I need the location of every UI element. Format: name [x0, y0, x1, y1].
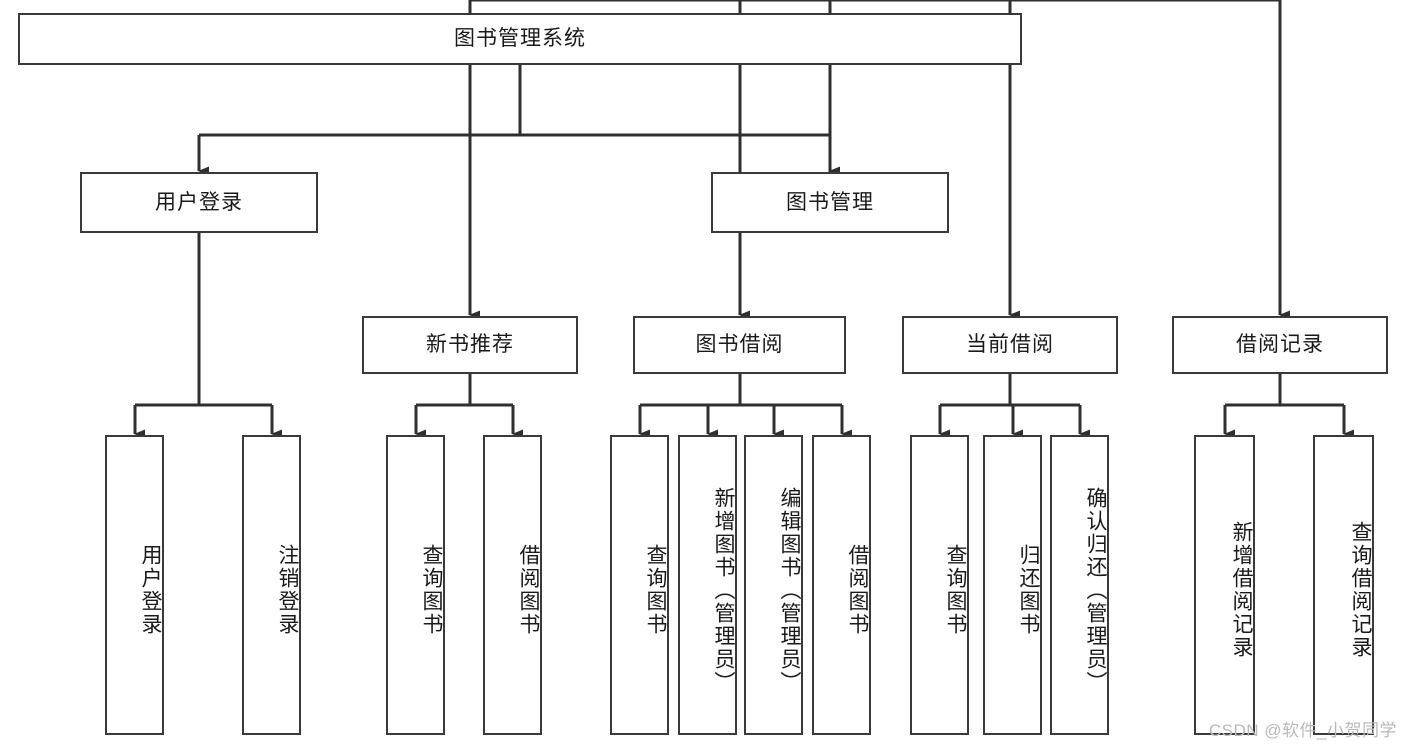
node-label: 图书管理系统 — [454, 27, 586, 51]
node-new-book-rec[interactable]: 新书推荐 — [362, 316, 578, 374]
node-leaf-query-book-2[interactable]: 查询图书 — [610, 435, 669, 735]
node-leaf-user-login[interactable]: 用户登录 — [105, 435, 164, 735]
node-label: 用户登录 — [155, 190, 243, 214]
node-label: 编辑图书（管理员） — [778, 486, 801, 694]
node-label: 借阅图书 — [517, 544, 540, 636]
node-leaf-confirm-ret[interactable]: 确认归还（管理员） — [1050, 435, 1109, 735]
node-label: 查询借阅记录 — [1349, 521, 1372, 659]
node-label: 借阅图书 — [846, 544, 869, 636]
node-label: 用户登录 — [139, 544, 162, 636]
node-leaf-edit-book[interactable]: 编辑图书（管理员） — [744, 435, 803, 735]
node-leaf-return-book[interactable]: 归还图书 — [983, 435, 1042, 735]
watermark: CSDN @软件_小贺同学 — [1208, 721, 1397, 740]
node-label: 确认归还（管理员） — [1084, 486, 1107, 694]
node-leaf-add-record[interactable]: 新增借阅记录 — [1194, 435, 1255, 735]
node-current-borrow[interactable]: 当前借阅 — [902, 316, 1118, 374]
node-label: 查询图书 — [420, 544, 443, 636]
node-leaf-query-book-3[interactable]: 查询图书 — [910, 435, 969, 735]
node-label: 借阅记录 — [1236, 333, 1324, 357]
node-borrow-record[interactable]: 借阅记录 — [1172, 316, 1388, 374]
node-label: 当前借阅 — [966, 333, 1054, 357]
node-user-login[interactable]: 用户登录 — [80, 172, 318, 233]
node-leaf-add-book[interactable]: 新增图书（管理员） — [678, 435, 737, 735]
node-label: 查询图书 — [644, 544, 667, 636]
node-label: 新书推荐 — [426, 333, 514, 357]
node-leaf-query-book-1[interactable]: 查询图书 — [386, 435, 445, 735]
node-label: 归还图书 — [1017, 544, 1040, 636]
node-root[interactable]: 图书管理系统 — [18, 13, 1022, 65]
node-leaf-query-record[interactable]: 查询借阅记录 — [1313, 435, 1374, 735]
node-label: 注销登录 — [276, 544, 299, 636]
node-leaf-borrow-book-1[interactable]: 借阅图书 — [483, 435, 542, 735]
node-label: 新增借阅记录 — [1230, 521, 1253, 659]
node-leaf-logout[interactable]: 注销登录 — [242, 435, 301, 735]
node-leaf-borrow-book-2[interactable]: 借阅图书 — [812, 435, 871, 735]
node-book-manage[interactable]: 图书管理 — [711, 172, 949, 233]
node-label: 查询图书 — [944, 544, 967, 636]
node-label: 图书管理 — [786, 190, 874, 214]
node-label: 新增图书（管理员） — [712, 486, 735, 694]
node-label: 图书借阅 — [695, 333, 784, 357]
node-book-borrow[interactable]: 图书借阅 — [633, 316, 846, 374]
